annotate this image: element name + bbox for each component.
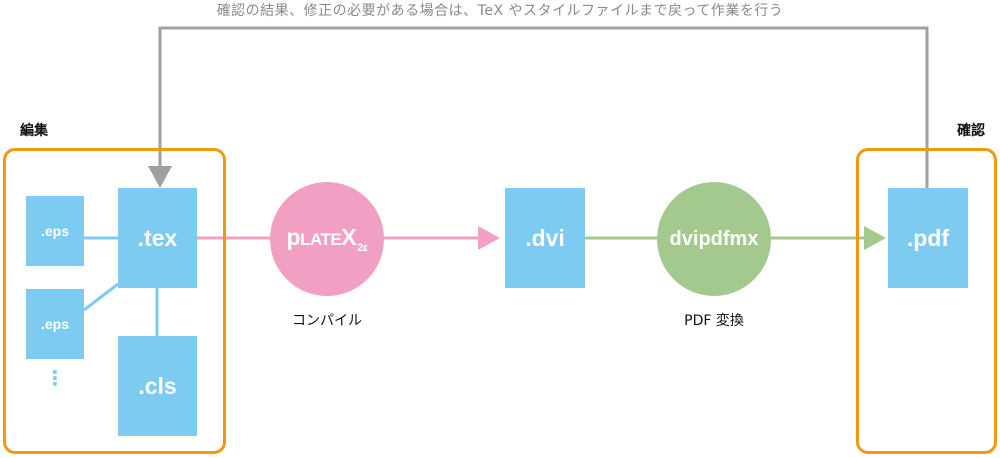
pdf-convert-caption: PDF 変換 [684, 313, 744, 329]
platex-logo-p: p [286, 224, 301, 250]
eps-bottom-connector [83, 282, 119, 312]
tex-file: .tex [118, 188, 197, 288]
platex-logo-sub: 2ε [357, 242, 368, 254]
dvi-file: .dvi [505, 188, 585, 288]
platex-node: pLATEX2ε [270, 182, 384, 296]
platex-logo-x: X [341, 224, 357, 250]
eps-file-bottom: .eps [26, 289, 84, 359]
dvipdfmx-node: dvipdfmx [657, 182, 771, 296]
check-group-frame [856, 148, 997, 454]
platex-logo-la: LA [300, 230, 321, 249]
feedback-arrowhead [148, 166, 172, 188]
convert-arrowhead [864, 226, 886, 250]
check-group-label: 確認 [957, 123, 985, 139]
platex-logo: pLATEX2ε [287, 224, 368, 254]
compile-arrowhead [478, 226, 500, 250]
cls-file: .cls [118, 336, 197, 436]
platex-logo-te: TE [320, 230, 342, 249]
feedback-arrow-line [158, 26, 929, 188]
eps-file-top: .eps [26, 196, 84, 266]
edit-group-label: 編集 [20, 123, 48, 139]
edit-group-frame [3, 148, 226, 454]
compile-caption: コンパイル [292, 313, 362, 329]
feedback-note: 確認の結果、修正の必要がある場合は、TeX やスタイルファイルまで戻って作業を行… [216, 3, 784, 19]
pdf-file: .pdf [888, 188, 968, 288]
more-files-ellipsis: ⋮ [45, 366, 65, 390]
